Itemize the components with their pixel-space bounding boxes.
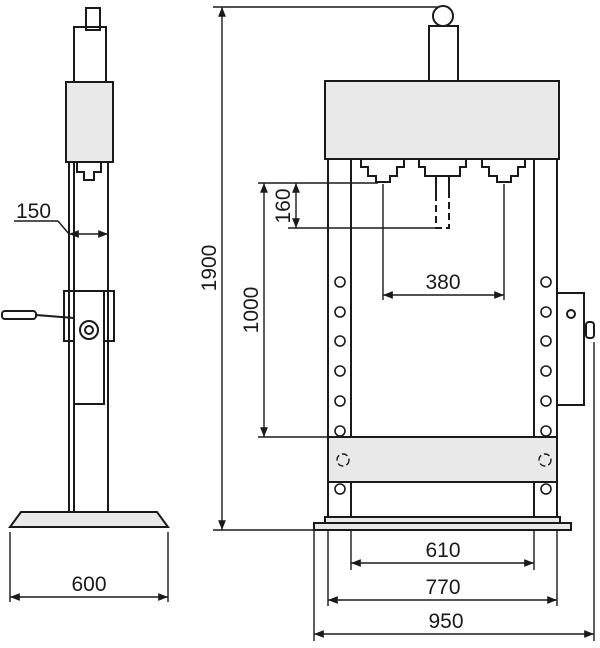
front-cylinder [428,25,459,82]
side-pump-bracket-right [103,290,115,342]
base-width-label: 950 [428,610,463,633]
front-pump-unit [556,292,585,406]
side-view: 150 600 [1,7,170,602]
front-piston-center [418,159,467,177]
side-piston-rod [85,7,101,31]
overall-height-label: 1900 [198,245,221,292]
hole-left-3 [334,335,346,347]
hole-right-5 [540,395,552,407]
hole-left-4 [334,365,346,377]
column-holes [334,276,552,495]
front-pump-lever [585,321,595,339]
side-width-label: 150 [16,200,51,223]
front-piston-left [360,159,405,183]
hole-right-2 [540,306,552,318]
front-work-table [327,436,558,483]
hole-left-5 [334,395,346,407]
side-pump-handle-arm [35,314,75,319]
side-piston-nose [76,162,102,181]
hole-left-2 [334,306,346,318]
front-view [313,5,595,531]
hole-left-7 [334,483,346,495]
stroke-label: 160 [272,188,295,223]
side-head-block [65,81,114,163]
front-base-plate [313,522,572,531]
side-width-leader-slant [57,220,70,235]
side-base-plate [8,511,170,528]
working-height-label: 1000 [240,287,263,334]
side-pump-handle [1,310,37,320]
front-pump-knob-icon [566,309,576,319]
side-pump-valve-core-icon [84,325,94,335]
frame-width-label: 770 [425,576,460,599]
front-piston-right [481,159,526,183]
side-pump-valve-icon [79,320,99,340]
side-cylinder [73,26,107,83]
front-head-block [324,80,560,160]
hole-right-1 [540,276,552,288]
front-top-ball [432,5,454,27]
hole-left-6 [334,425,346,437]
side-pump-bracket-left [63,290,75,342]
table-pin-right-icon [538,453,552,467]
piston-spacing-label: 380 [425,271,460,294]
table-pin-left-icon [336,453,350,467]
side-pump-box [73,290,105,405]
hole-right-3 [540,335,552,347]
front-dimensions: 1900 1000 160 380 610 770 950 [198,6,595,641]
hole-right-4 [540,365,552,377]
front-piston-center-stroke [435,194,450,229]
base-depth-label: 600 [71,573,106,596]
inner-width-label: 610 [425,539,460,562]
hole-right-6 [540,425,552,437]
hole-right-7 [540,483,552,495]
hole-left-1 [334,276,346,288]
